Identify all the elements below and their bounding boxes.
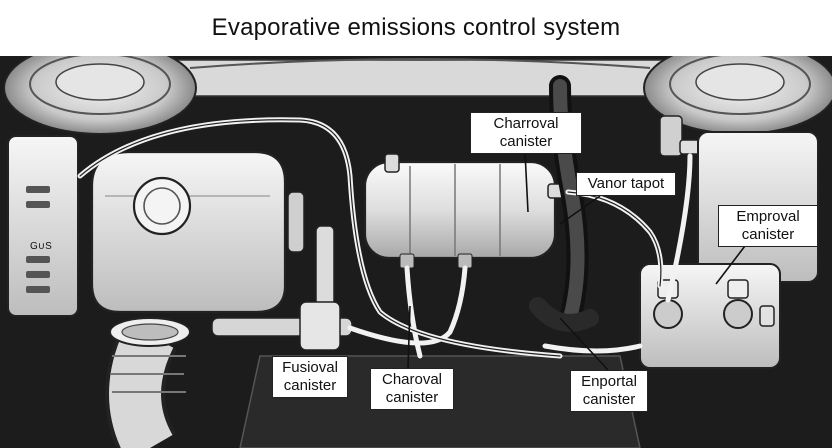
reservoir-marking: G∪S: [30, 241, 52, 252]
label-fusioval-canister: Fusioval canister: [272, 356, 348, 398]
label-charoval-canister-bottom: Charoval canister: [370, 368, 454, 410]
sensor-cluster: [211, 191, 353, 351]
intake-hose: [105, 317, 191, 448]
label-charroval-canister-top: Charroval canister: [470, 112, 582, 154]
left-side-panel: [7, 135, 79, 317]
label-enportal-canister: Enportal canister: [570, 370, 648, 412]
label-line: canister: [499, 133, 553, 150]
label-line: Charroval: [493, 115, 559, 132]
cowl-ridge: [189, 58, 651, 69]
label-line: Vanor tapot: [587, 175, 665, 192]
label-emproval-canister: Emproval canister: [718, 205, 818, 247]
label-line: canister: [283, 377, 337, 394]
label-line: Charoval: [381, 371, 443, 388]
diagram-title: Evaporative emissions control system: [211, 14, 621, 41]
right-strut-tower: [643, 56, 832, 135]
leader-lines: [407, 151, 749, 371]
label-vapor-tapot: Vanor tapot: [576, 172, 676, 196]
label-line: canister: [582, 391, 636, 408]
label-line: canister: [385, 389, 439, 406]
charcoal-canister-main: [363, 153, 569, 269]
label-line: Enportal: [581, 373, 637, 390]
coolant-reservoir: G∪S: [30, 150, 287, 314]
label-line: Emproval: [736, 208, 800, 225]
purge-valve-block: [639, 263, 781, 369]
left-strut-tower: [3, 56, 197, 135]
title-bar: Evaporative emissions control system: [0, 0, 832, 56]
vapor-lines-outline: [79, 119, 662, 357]
label-line: canister: [741, 226, 795, 243]
label-line: Fusioval: [282, 359, 338, 376]
